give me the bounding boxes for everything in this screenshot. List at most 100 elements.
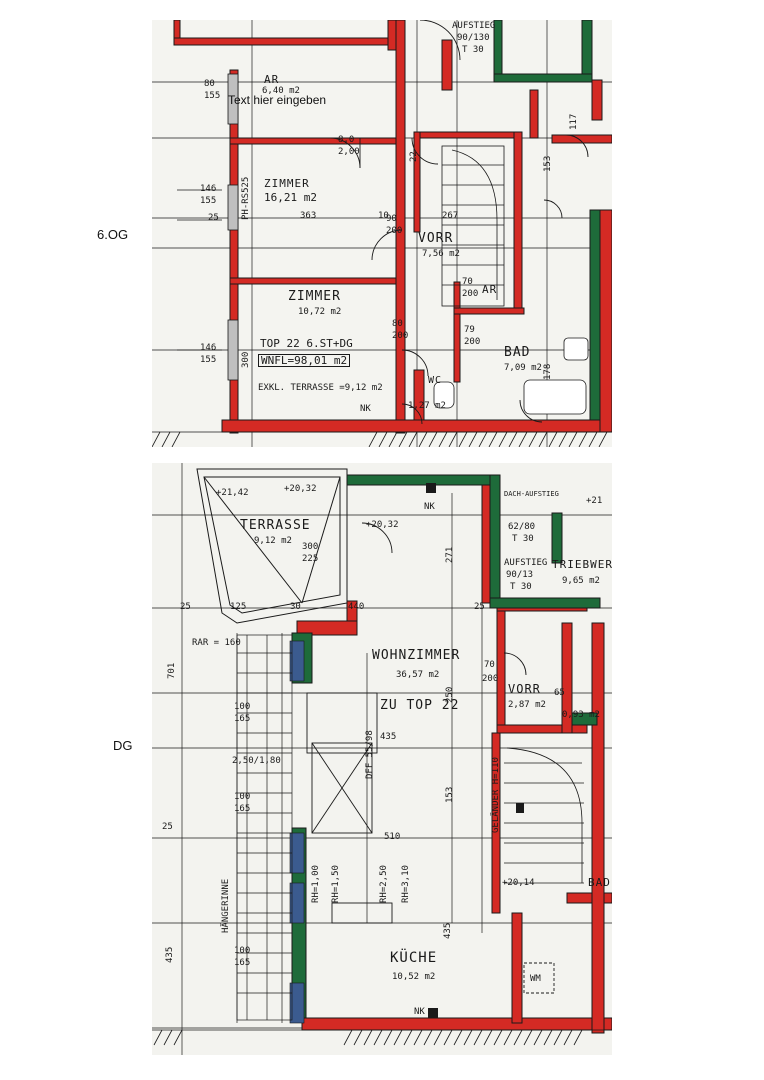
og-window-a-width: 80 [204,79,215,89]
floor-label-6og: 6.OG [97,227,129,242]
og-aufstieg-rating: T 30 [462,45,484,55]
dg-level-1: +21,42 [216,488,249,498]
dg-win-1-h: 165 [234,714,251,724]
og-door-bad-width: 79 [464,325,475,335]
og-dim-22: 22 [409,151,419,162]
dg-dim-271: 271 [445,546,455,563]
og-room-zimmer-1: ZIMMER [264,177,310,190]
dg-room-vorr-area: 2,87 m2 [508,700,546,710]
dg-level-4: +20,14 [502,878,535,888]
og-window-c-height: 155 [200,355,217,365]
og-room-vorr: VORR [418,231,454,246]
dg-dim-125: 125 [230,602,247,612]
dg-dim-440: 440 [348,602,365,612]
dg-room-wohnzimmer: WOHNZIMMER [372,648,461,663]
floor-label-dg: DG [113,738,133,753]
dg-dim-25c: 25 [162,822,173,832]
dg-wm: WM [530,974,541,984]
dg-aufstieg: AUFSTIEG [504,558,548,568]
dg-win-1-w: 100 [234,702,251,712]
dg-room-terrasse: TERRASSE [240,518,311,533]
og-dim-300: 300 [241,351,251,368]
og-dim-25: 25 [208,213,219,223]
dg-dim-skylight: 2,50/1,80 [232,756,281,766]
dg-level-2: +20,32 [284,484,317,494]
dg-win-3-w: 100 [234,946,251,956]
dg-dach-aufstieg: DACH-AUFSTIEG [504,490,559,498]
og-window-spec: PH-RS525 [241,176,251,220]
og-room-wc-area: 1,27 m2 [408,401,446,411]
dg-nk-1: NK [424,502,435,512]
og-dim-117: 117 [569,113,579,130]
dg-room-vorr: VORR [508,682,541,696]
floor-plan-dg: +21,42 +20,32 +20,32 TERRASSE 9,12 m2 30… [152,463,612,1055]
dg-win-2-w: 100 [234,792,251,802]
dg-win-3-h: 165 [234,958,251,968]
dg-room-wohnzimmer-area: 36,57 m2 [396,670,440,680]
og-room-wc: WC [428,375,443,386]
dg-dim-25b: 25 [474,602,485,612]
dg-dim-25a: 25 [180,602,191,612]
dg-win-2-h: 165 [234,804,251,814]
dg-dim-435a: 435 [380,732,397,742]
og-room-ar: AR [264,73,280,86]
og-door-vorr-height: 200 [386,226,403,236]
og-window-c-width: 146 [200,343,217,353]
dg-room-kueche: KÜCHE [390,950,438,966]
dg-haengerinne: HÄNGERINNE [221,878,231,933]
og-door-ar-height: 200 [462,289,479,299]
og-dim-267: 267 [442,211,459,221]
og-top-label: TOP 22 6.ST+DG [260,337,353,350]
floor-plan-6og-drawing [152,20,612,447]
og-room-zimmer-1-area: 16,21 m2 [264,191,317,204]
dg-level-3: +20,32 [366,520,399,530]
dg-room-bad: BAD [588,876,611,889]
og-aufstieg-dims: 90/130 [457,33,490,43]
dg-rh-2: RH=1,50 [331,865,341,903]
dg-dim-250: 250 [445,686,455,703]
og-door-ar-width: 70 [462,277,473,287]
dg-gelaender: GELÄNDER H=110 [491,757,501,833]
og-room-bad-area: 7,09 m2 [504,363,542,373]
dg-dim-510: 510 [384,832,401,842]
og-room-zimmer-2: ZIMMER [288,289,341,304]
og-window-b-width: 146 [200,184,217,194]
og-dim-363: 363 [300,211,317,221]
og-door-height: 2,00 [338,147,360,157]
dg-dim-300: 300 [302,542,319,552]
dg-dim-30: 30 [290,602,301,612]
dg-room-triebwerk: TRIEBWERK [552,558,612,571]
og-aufstieg-label: AUFSTIEG [452,21,496,31]
og-wnfl-label: WNFL=98,01 m2 [258,354,351,367]
dg-rh-1: RH=1,00 [311,865,321,903]
dg-aufstieg-dims: 90/13 [506,570,534,580]
dg-side-area: 0,93 m2 [562,710,600,720]
og-door-bad-height: 200 [464,337,481,347]
dg-dim-701: 701 [167,662,177,679]
dg-door-width: 70 [484,660,495,670]
og-dim-153: 153 [543,155,553,172]
og-room-ar-area: 6,40 m2 [262,86,300,96]
dg-aufstieg-rating: T 30 [510,582,532,592]
og-door-width: 8,0 [338,135,355,145]
dg-rar: RAR = 160 [192,638,241,648]
dg-dim-153: 153 [445,786,455,803]
dg-dim-435c: 435 [443,922,453,939]
og-room-ar-2: AR [482,283,498,296]
dg-dach-dims: 62/80 [508,522,536,532]
og-door-vorr-width: 90 [386,214,397,224]
dg-rh-4: RH=3,10 [401,865,411,903]
floor-plan-dg-drawing [152,463,612,1055]
dg-rh-3: RH=2,50 [379,865,389,903]
text-placeholder[interactable]: Text hier eingeben [228,93,327,107]
og-window-a-height: 155 [204,91,221,101]
dg-door-height: 200 [482,674,499,684]
dg-room-kueche-area: 10,52 m2 [392,972,436,982]
dg-room-terrasse-area: 9,12 m2 [254,536,292,546]
og-nk-label: NK [360,404,371,414]
dg-room-triebwerk-area: 9,65 m2 [562,576,600,586]
dg-zu-top: ZU TOP 22 [380,698,460,713]
og-dim-10: 10 [378,211,389,221]
og-door-z2-height: 200 [392,331,409,341]
dg-dim-225: 225 [302,554,319,564]
